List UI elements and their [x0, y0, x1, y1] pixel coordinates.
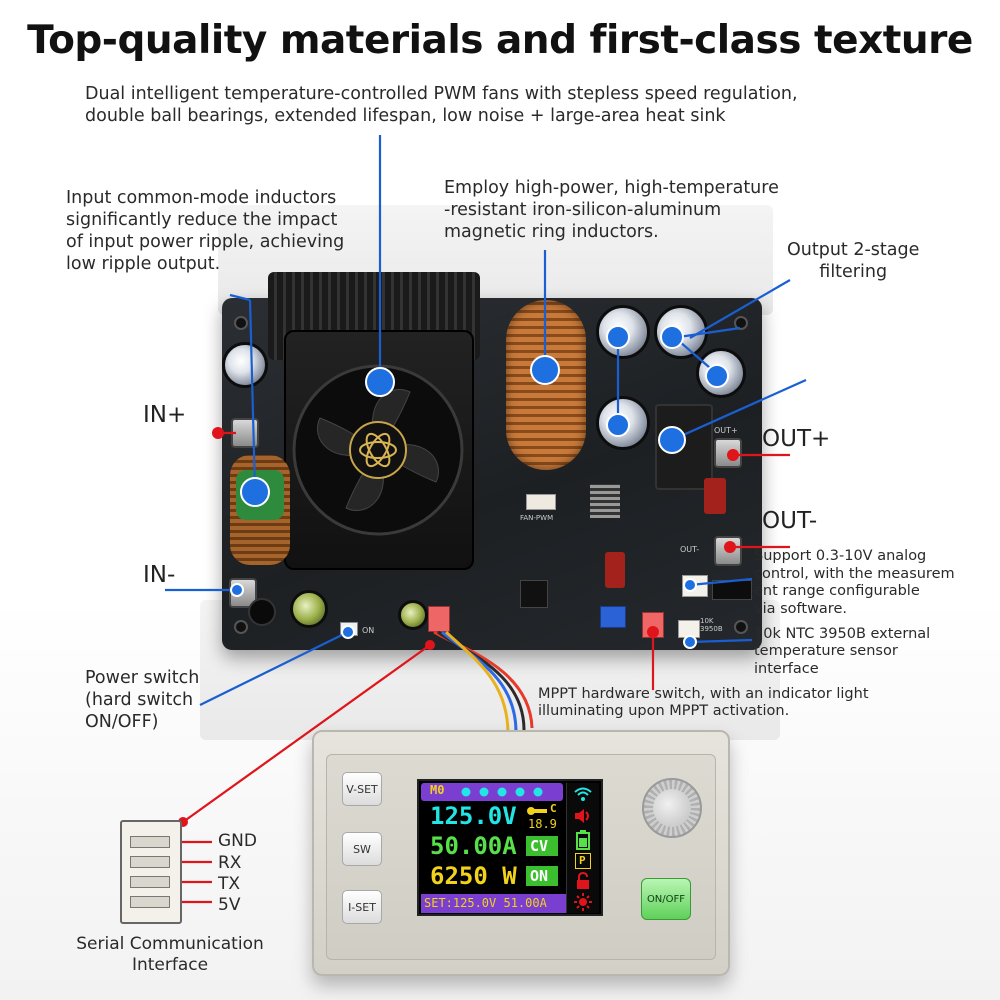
- sw-button[interactable]: SW: [342, 832, 382, 866]
- bus-bar: [590, 484, 620, 518]
- lcd-dots: [461, 787, 543, 797]
- vset-button[interactable]: V-SET: [342, 772, 382, 806]
- capacitor: [222, 342, 268, 388]
- note-serial: Serial Communication Interface: [76, 934, 264, 976]
- battery-icon: [576, 830, 590, 850]
- lcd-set-bar: [421, 894, 599, 913]
- iset-button[interactable]: I-SET: [342, 890, 382, 924]
- knob-cap: [653, 789, 691, 827]
- fuse: [704, 478, 726, 514]
- connector-pin: [130, 836, 170, 848]
- wire-bundle: [433, 630, 534, 735]
- lcd-mode: M0: [430, 783, 445, 797]
- mount-hole: [234, 316, 248, 330]
- note-power-switch: Power switch (hard switch ON/OFF): [85, 668, 200, 732]
- note-output-filtering: Output 2-stage filtering: [787, 240, 920, 282]
- lcd-current: 50.00A: [430, 832, 517, 860]
- board-label-fan-pwm: FAN-PWM: [520, 514, 554, 522]
- label-out-minus: OUT-: [762, 508, 818, 534]
- label-out-plus: OUT+: [762, 426, 831, 452]
- page-title: Top-quality materials and first-class te…: [27, 18, 973, 63]
- wifi-icon: [574, 787, 592, 801]
- ic-chip: [520, 580, 548, 608]
- lcd-temp-unit: C: [550, 802, 557, 815]
- pin-label-tx: TX: [218, 874, 241, 894]
- sun-icon: [574, 893, 592, 911]
- lcd-voltage: 125.0V: [430, 802, 517, 830]
- fuse: [605, 552, 625, 588]
- board-label-ntc: 10K 3950B: [700, 617, 723, 633]
- pin-label-gnd: GND: [218, 831, 257, 851]
- buzzer: [248, 598, 276, 626]
- lcd-cv: CV: [530, 837, 549, 855]
- capacitor: [596, 305, 650, 359]
- lock-icon: [577, 872, 589, 889]
- pin-label-5v: 5V: [218, 895, 241, 915]
- lcd-cv-badge: [526, 836, 558, 856]
- lcd-p: P: [579, 854, 586, 867]
- terminal-out-minus: [714, 536, 742, 566]
- lcd-power: 6250 W: [430, 862, 517, 890]
- board-label-on: ON: [362, 626, 375, 635]
- blue-dip-switch: [600, 606, 626, 628]
- pin-label-rx: RX: [218, 853, 242, 873]
- label-in-plus: IN+: [143, 402, 187, 428]
- onoff-button[interactable]: ON/OFF: [641, 878, 691, 920]
- lcd-on: ON: [530, 867, 549, 885]
- lcd-temp: 18.9: [528, 817, 557, 831]
- connector-pin: [130, 876, 170, 888]
- fan-icon: [292, 364, 464, 536]
- note-ring-inductors: Employ high-power, high-temperature -res…: [444, 178, 779, 242]
- note-mppt: MPPT hardware switch, with an indicator …: [538, 686, 869, 720]
- connector-pin: [130, 856, 170, 868]
- capacitor: [290, 590, 328, 628]
- lcd-set: SET:125.0V 51.00A: [424, 896, 547, 910]
- mount-hole: [234, 620, 248, 634]
- label-in-minus: IN-: [143, 562, 176, 588]
- capacitor: [398, 600, 428, 630]
- note-fans: Dual intelligent temperature-controlled …: [85, 84, 798, 126]
- fan-connector: [526, 494, 556, 510]
- lcd-top-bar: [421, 783, 563, 801]
- board-label-out-plus: OUT+: [714, 426, 738, 435]
- connector-pin: [130, 896, 170, 908]
- lcd-p-box: [575, 853, 591, 869]
- thermometer-icon: [527, 807, 547, 815]
- note-input-inductors: Input common-mode inductors significantl…: [66, 188, 345, 274]
- note-ntc-sensor: 10k NTC 3950B external temperature senso…: [754, 626, 931, 677]
- lcd-on-badge: [526, 866, 558, 886]
- mount-hole: [734, 316, 748, 330]
- speaker-icon: [575, 809, 589, 823]
- note-analog-control: Support 0.3-10V analog control, with the…: [754, 548, 955, 618]
- board-label-out-minus: OUT-: [680, 545, 700, 554]
- mount-hole: [734, 620, 748, 634]
